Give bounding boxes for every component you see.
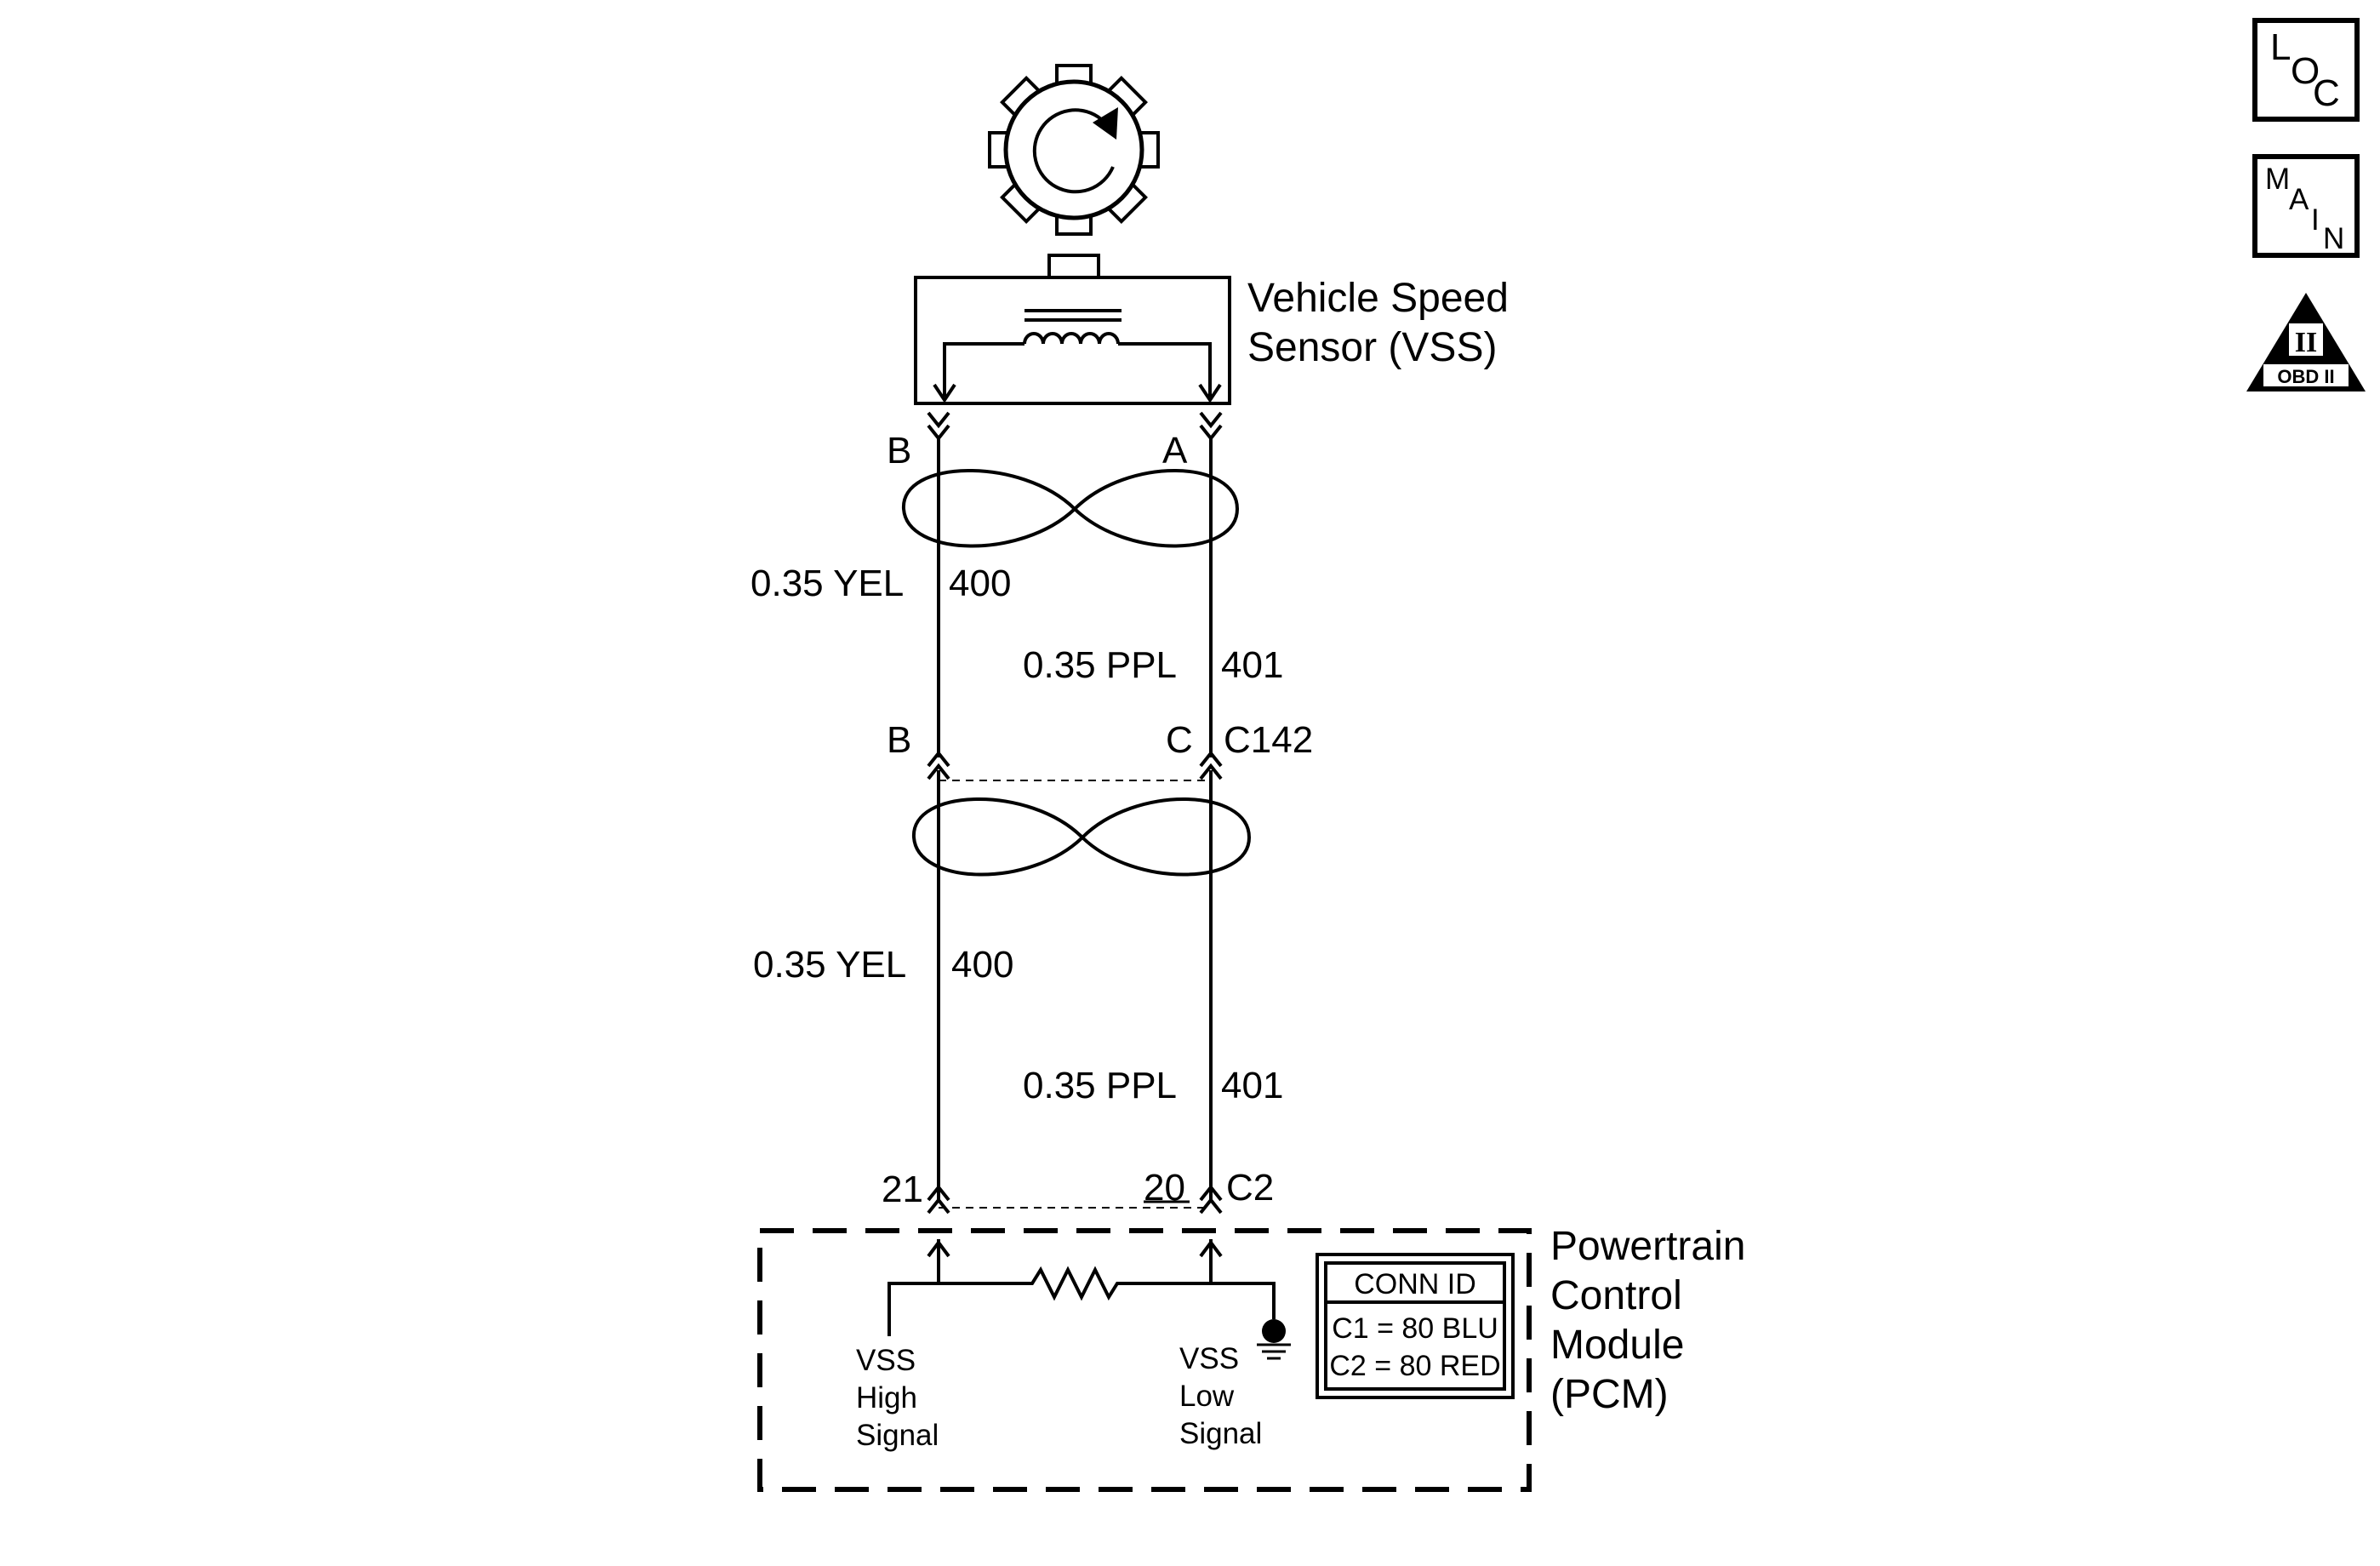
sensor-pin-b-label: B: [887, 430, 911, 472]
vss-low-line2: Low: [1179, 1380, 1235, 1413]
ground-icon: [1257, 1319, 1291, 1360]
vss-low-line1: VSS: [1179, 1342, 1239, 1375]
loc-letter-l: L: [2270, 26, 2291, 68]
obd-ii-label: OBD II: [2277, 366, 2334, 387]
wire-400-upper-color: 0.35 YEL: [751, 563, 904, 604]
wire-401-lower-circuit: 401: [1221, 1065, 1283, 1106]
pcm-name-line2: Control: [1550, 1273, 1682, 1318]
wire-401-upper-color: 0.35 PPL: [1023, 644, 1177, 686]
vss-sensor-body: [914, 254, 1231, 405]
main-letter-m: M: [2265, 163, 2290, 196]
obd-ii-numeral: II: [2295, 327, 2317, 358]
conn-id-title: CONN ID: [1354, 1268, 1476, 1300]
main-button[interactable]: M A I N: [2252, 154, 2360, 258]
twisted-pair-lower: [911, 797, 1252, 877]
pcm-boundary: [757, 1228, 1532, 1492]
loc-button[interactable]: L O C: [2252, 18, 2360, 122]
pcm-pin-20-label: 20: [1144, 1167, 1185, 1209]
sensor-name-line1: Vehicle Speed: [1247, 276, 1509, 321]
wire-401-upper-circuit: 401: [1221, 644, 1283, 686]
loc-letter-c: C: [2313, 72, 2340, 114]
pcm-name-line1: Powertrain: [1550, 1224, 1745, 1269]
pcm-pin-21-label: 21: [882, 1169, 923, 1210]
pcm-name-line4: (PCM): [1550, 1372, 1669, 1417]
connector-c142: [927, 750, 1223, 781]
wire-400-lower-circuit: 400: [951, 944, 1013, 986]
sensor-connector-pins: [927, 411, 1223, 442]
pcm-name-line3: Module: [1550, 1323, 1684, 1368]
c142-connector-id: C142: [1224, 719, 1313, 761]
wire-400-lower-color: 0.35 YEL: [753, 944, 906, 986]
twisted-pair-upper: [901, 469, 1240, 548]
wire-401-lower-color: 0.35 PPL: [1023, 1065, 1177, 1106]
main-letter-a: A: [2289, 183, 2309, 216]
vss-high-line3: Signal: [856, 1419, 939, 1452]
pcm-internal-circuit: [888, 1239, 1276, 1336]
conn-id-c2: C2 = 80 RED: [1329, 1350, 1500, 1382]
sensor-name-line2: Sensor (VSS): [1247, 325, 1497, 370]
vss-low-line3: Signal: [1179, 1417, 1262, 1450]
sensor-pin-a-label: A: [1162, 430, 1188, 472]
main-letter-n: N: [2323, 222, 2344, 255]
conn-id-c1: C1 = 80 BLU: [1332, 1312, 1498, 1345]
c142-pin-c-label: C: [1166, 719, 1193, 761]
c142-pin-b-label: B: [887, 719, 911, 761]
vss-high-line2: High: [856, 1381, 917, 1415]
obd-ii-button[interactable]: II OBD II: [2246, 293, 2366, 392]
vss-high-line1: VSS: [856, 1344, 916, 1377]
pcm-connector-id: C2: [1226, 1167, 1274, 1209]
conn-id-table: [1316, 1253, 1515, 1399]
wire-400-upper-circuit: 400: [949, 563, 1011, 604]
connector-pcm-c2: [927, 1184, 1223, 1215]
reluctor-wheel-icon: [988, 64, 1160, 236]
loc-letter-o: O: [2291, 50, 2320, 92]
main-letter-i: I: [2311, 203, 2320, 237]
